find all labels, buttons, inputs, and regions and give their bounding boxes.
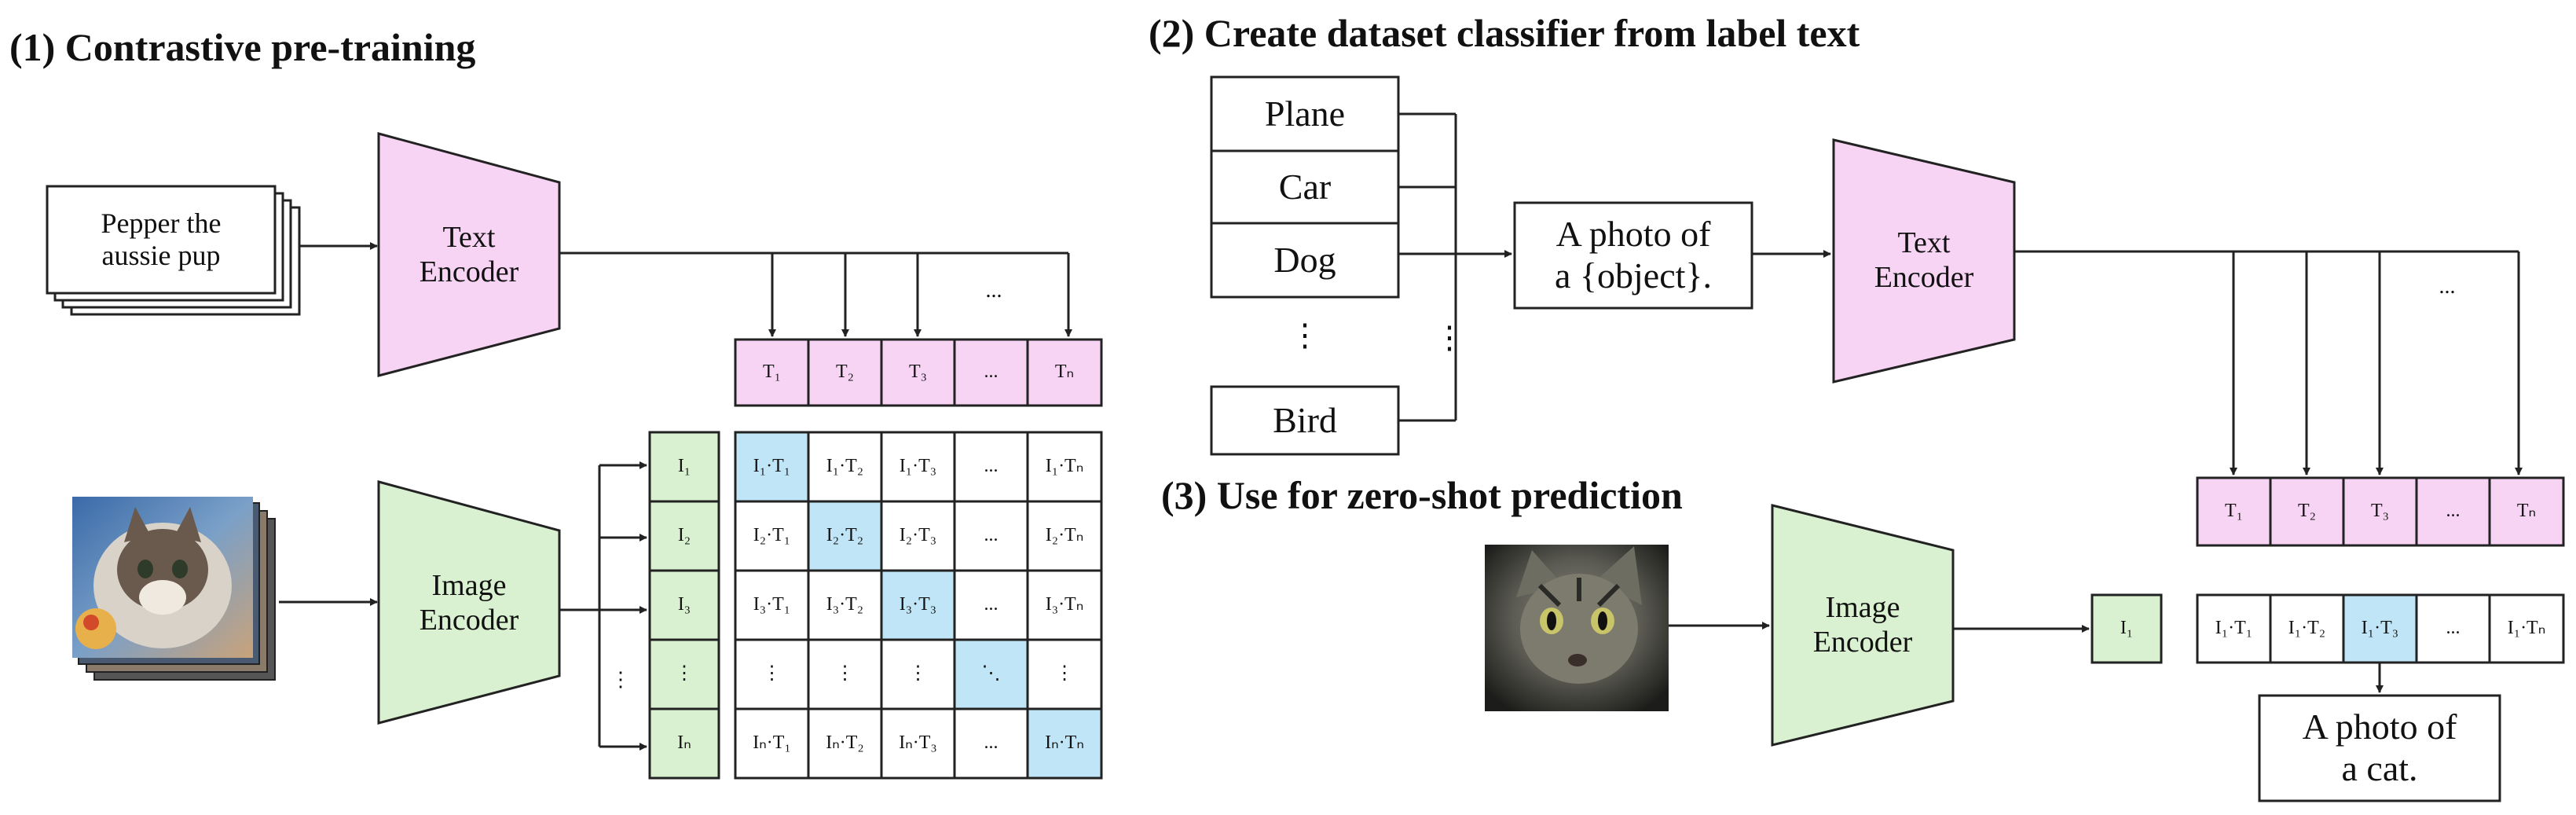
product-cell: ... <box>2446 618 2461 639</box>
product-cell: I₁·T₂ <box>2288 618 2326 639</box>
matrix-cell: Iₙ·T₂ <box>826 732 864 754</box>
text-card-line-1: Pepper the <box>101 207 222 239</box>
cat-photo <box>1485 545 1669 711</box>
matrix-cell: I₃·T₂ <box>826 594 864 615</box>
matrix-cell: I₃·T₃ <box>899 594 937 615</box>
bus-ellipsis-2: ... <box>2439 274 2456 299</box>
text-vector-2-ellipsis: ... <box>2446 501 2461 522</box>
section-1-title: (1) Contrastive pre-training <box>9 25 476 69</box>
label-dog: Dog <box>1273 239 1336 280</box>
label-bird: Bird <box>1273 399 1337 440</box>
image-encoder-1-output-bus <box>559 465 601 747</box>
prediction-box-shape <box>2258 694 2501 802</box>
text-encoder-2: Text Encoder <box>1834 182 2014 340</box>
text-encoder-2-line-1: Text <box>1897 226 1951 260</box>
text-card-line-2: aussie pup <box>101 240 221 271</box>
bus-ellipsis-1: ... <box>985 277 1002 303</box>
bus-vdots-1: ⋮ <box>610 668 631 692</box>
matrix-cell: Iₙ·T₃ <box>899 732 937 754</box>
text-vectors-2 <box>2196 476 2565 547</box>
text-encoder-1-line-1: Text <box>442 221 496 255</box>
matrix-cell: I₂·T₁ <box>753 525 791 546</box>
matrix-cell: I₃·T₁ <box>753 594 791 615</box>
prediction-box: A photo of a cat. <box>2259 696 2500 801</box>
matrix-cell: ... <box>984 732 999 754</box>
prediction-line-2: a cat. <box>2341 748 2418 788</box>
matrix-cell: ⋮ <box>1055 663 1074 685</box>
section-3-title: (3) Use for zero-shot prediction <box>1161 473 1683 517</box>
text-vector-2-t2: T₂ <box>2297 501 2317 522</box>
label-vdots: ⋮ <box>1289 318 1321 353</box>
text-vector-1-t2: T₂ <box>835 362 855 383</box>
text-encoder-2-line-2: Encoder <box>1874 261 1974 294</box>
text-vectors-1 <box>734 338 1103 407</box>
template-box: A photo of a {object}. <box>1515 203 1752 308</box>
label-list <box>1210 75 1400 456</box>
template-box-shape <box>1513 201 1753 310</box>
text-encoder-2-shape <box>1832 138 2016 384</box>
matrix-cell: ... <box>984 594 999 615</box>
image-encoder-2-shape <box>1771 504 1955 747</box>
matrix-cell: I₂·Tₙ <box>1045 525 1084 546</box>
matrix-cell: ⋮ <box>762 663 782 685</box>
image-vector-1-i3: I₃ <box>677 594 691 615</box>
label-car: Car <box>1278 166 1332 207</box>
matrix-cell: I₁·T₂ <box>826 456 864 477</box>
image-vector-1-in: Iₙ <box>677 732 691 754</box>
matrix-cell: I₁·T₁ <box>753 456 791 477</box>
matrix-cell: Iₙ·Tₙ <box>1045 732 1084 754</box>
text-encoder-1: Text Encoder <box>379 182 559 329</box>
text-vector-1-t3: T₃ <box>908 362 928 383</box>
text-vector-2-t3: T₃ <box>2370 501 2390 522</box>
matrix-cell: Iₙ·T₁ <box>753 732 791 754</box>
products-row <box>2196 593 2565 664</box>
image-vector-3-i1: I₁ <box>2120 618 2134 639</box>
image-vector-3-shape <box>2090 593 2163 664</box>
text-encoder-1-shape <box>377 132 561 377</box>
text-vector-2-t1: T₁ <box>2224 501 2244 522</box>
text-encoder-1-line-2: Encoder <box>419 255 519 288</box>
prediction-line-1: A photo of <box>2302 707 2457 747</box>
text-card-stack <box>46 185 301 316</box>
matrix-cell: ⋮ <box>908 663 928 685</box>
image-vector-1-i1: I₁ <box>677 456 691 477</box>
matrix-cell: I₃·Tₙ <box>1045 594 1084 615</box>
label-plane: Plane <box>1264 93 1346 134</box>
text-card-label: Pepper the aussie pup <box>47 186 275 293</box>
image-vector-1-i2: I₂ <box>677 525 691 546</box>
image-vector-1-vdots: ⋮ <box>675 663 694 685</box>
image-encoder-1: Image Encoder <box>379 530 559 676</box>
product-cell: I₁·Tₙ <box>2507 618 2546 639</box>
image-encoder-1-line-2: Encoder <box>419 603 519 637</box>
section-2-title: (2) Create dataset classifier from label… <box>1149 11 1860 55</box>
text-vector-1-t1: T₁ <box>762 362 782 383</box>
connector-vdots: ⋮ <box>1434 320 1465 355</box>
matrix-cell: I₁·Tₙ <box>1045 456 1084 477</box>
image-encoder-1-shape <box>377 480 561 725</box>
image-encoder-2-line-2: Encoder <box>1812 626 1913 659</box>
product-cell: I₁·T₁ <box>2215 618 2253 639</box>
matrix-cell: I₂·T₂ <box>826 525 864 546</box>
text-vector-2-tn: Tₙ <box>2516 501 2537 522</box>
matrix-cell: I₁·T₃ <box>899 456 937 477</box>
image-encoder-1-line-1: Image <box>431 568 507 602</box>
image-encoder-2: Image Encoder <box>1772 550 1953 701</box>
matrix-cell: ⋱ <box>981 663 1001 685</box>
matrix-cell: ... <box>984 525 999 546</box>
image-vectors-1 <box>648 431 720 780</box>
text-vector-1-tn: Tₙ <box>1054 362 1075 383</box>
matrix-cell: ⋮ <box>835 663 855 685</box>
template-line-1: A photo of <box>1555 214 1711 255</box>
kitten-photo <box>72 497 253 658</box>
text-vector-1-ellipsis: ... <box>984 362 999 383</box>
template-line-2: a {object}. <box>1555 255 1712 296</box>
matrix-cell: I₂·T₃ <box>899 525 937 546</box>
label-connectors <box>1398 112 1457 422</box>
product-cell-highlight: I₁·T₃ <box>2361 618 2399 639</box>
image-encoder-2-line-1: Image <box>1825 591 1900 625</box>
similarity-matrix <box>734 431 1103 780</box>
matrix-cell: ... <box>984 456 999 477</box>
